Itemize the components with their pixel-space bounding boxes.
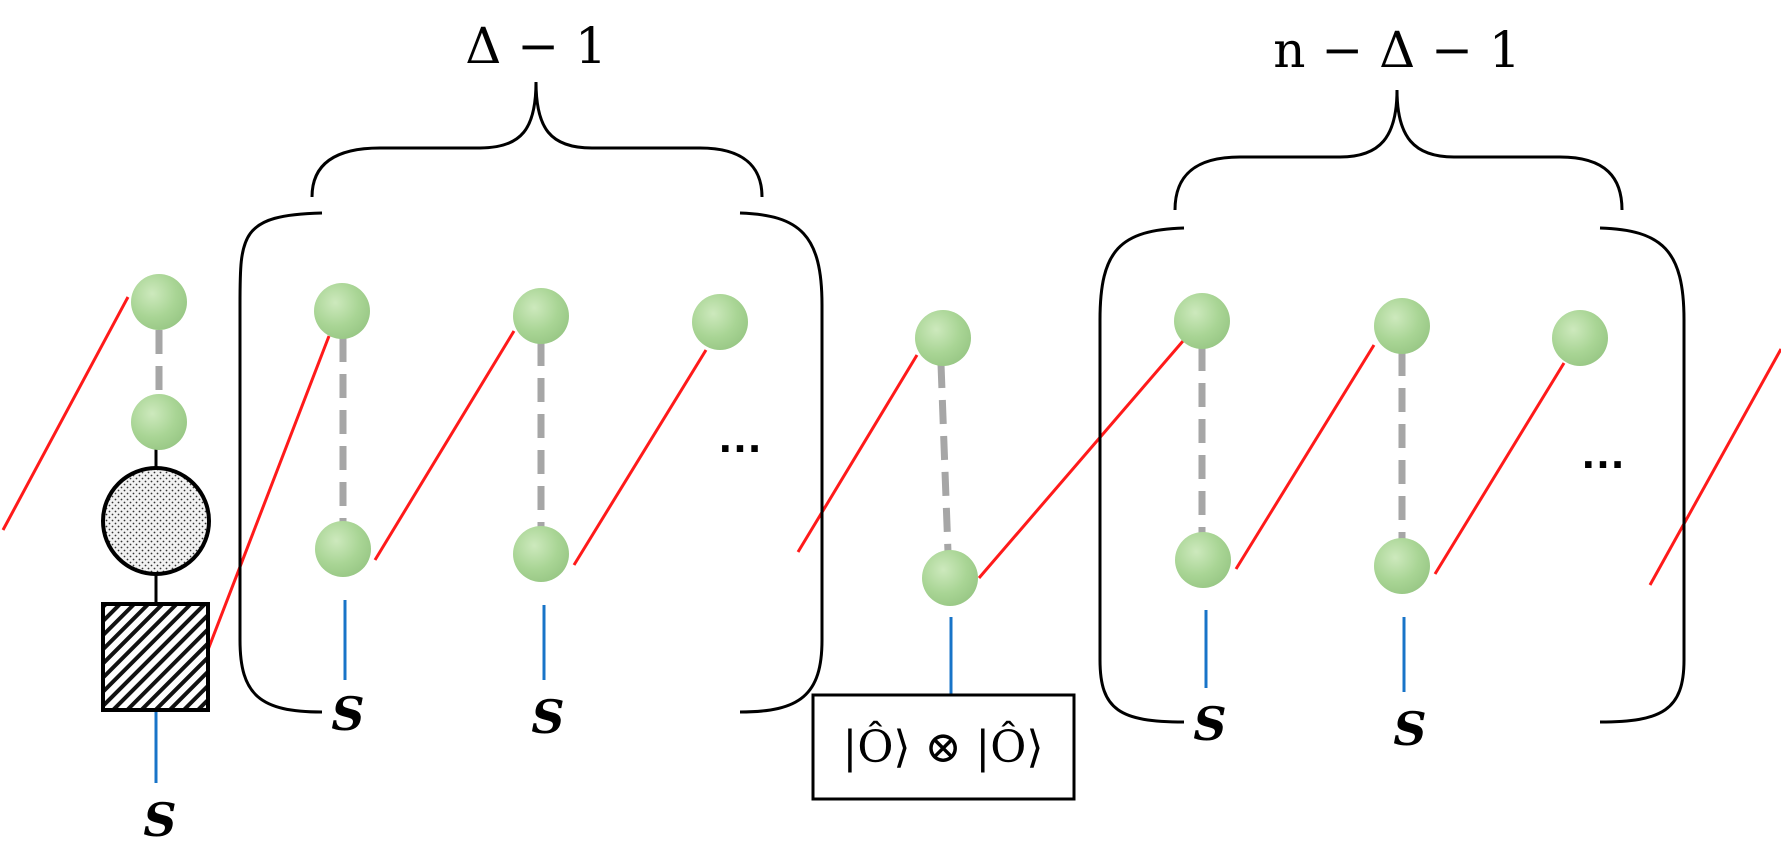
red-line-g1-to-g2 [373,330,516,561]
red-line-h1-to-h2 [1234,344,1376,570]
group1-ellipsis: … [717,410,763,462]
node-group2-col3-top [1552,310,1608,366]
red-line-h2-to-h3 [1433,362,1566,575]
red-line-center-to-h1 [977,340,1185,579]
curly-braces [310,81,1624,211]
red-line-square-to-g1 [204,335,331,656]
physical-legs [154,600,1406,783]
green-nodes [131,274,1608,606]
node-group2-col2-top [1374,298,1430,354]
node-group1-col3-top [692,294,748,350]
group1-right-bracket [739,211,824,714]
node-group1-col1-top [314,283,370,339]
left-special-column [101,446,211,712]
red-line-right-edge [1648,348,1781,586]
node-group1-col1-bottom [315,521,371,577]
node-group1-col2-top [513,288,569,344]
site-label-h2: S [1393,702,1426,756]
node-group1-col2-bottom [513,526,569,582]
entanglement-lines [1,296,1781,656]
site-label-g1: S [331,687,364,741]
red-line-to-center [796,354,919,553]
group1-count-label: Δ − 1 [465,17,607,75]
node-group2-col1-bottom [1175,532,1231,588]
group-brackets [238,211,1686,724]
group2-left-bracket [1098,226,1185,724]
hatched-square-tensor-icon [101,602,210,712]
site-label-g2: S [531,690,564,744]
site-label-left: S [143,793,176,847]
stippled-circle-tensor-icon [101,466,211,576]
measurement-box-frame [811,693,1076,801]
node-group2-col1-top [1174,293,1230,349]
dashed-bonds [155,330,1406,553]
node-center-bottom [922,550,978,606]
node-left-second [131,394,187,450]
node-center-top [915,310,971,366]
node-group2-col2-bottom [1374,538,1430,594]
dashed-bond-center [937,363,952,553]
site-label-h1: S [1193,697,1226,751]
group2-ellipsis: … [1580,426,1626,478]
node-left-top [131,274,187,330]
measurement-box: |Ô⟩ ⊗ |Ô⟩ [811,693,1076,801]
group2-right-bracket [1599,226,1686,724]
group1-curly-brace [310,81,764,198]
measurement-ket-label: |Ô⟩ ⊗ |Ô⟩ [843,720,1044,773]
group2-count-label: n − Δ − 1 [1273,21,1521,79]
group1-left-bracket [238,211,323,714]
red-line-g2-to-g3 [572,349,708,566]
group2-curly-brace [1173,89,1624,211]
red-line-left-edge [1,296,130,531]
